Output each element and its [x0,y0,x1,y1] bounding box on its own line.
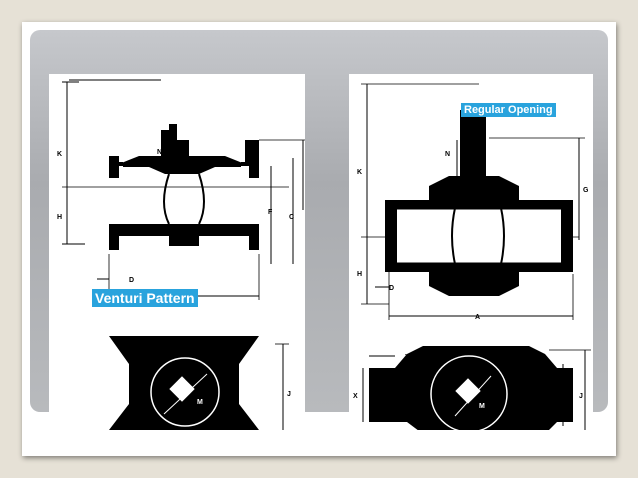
dim-label-f: F [268,209,273,216]
ball-right-curve [500,207,505,265]
ball-left-curve [451,207,456,265]
venturi-body-bottom [109,224,259,236]
dim-label-m: M [197,399,203,406]
venturi-pattern-label: Venturi Pattern [92,289,198,307]
stem-cap [169,124,177,132]
regular-opening-diagram-panel: K N G H D A M Y X Z J Regular Opening [349,74,593,430]
bore-right-curve [198,173,205,225]
dim-label-j: J [579,393,583,400]
bore-opening [397,208,561,264]
stem-square [455,378,481,404]
slide: K N G H F C D B M J Venturi Pattern [22,22,616,456]
dim-label-z: Z [559,393,564,400]
venturi-waist-top [109,162,259,174]
venturi-diagram-panel: K N G H F C D B M J Venturi Pattern [49,74,305,430]
venturi-drawing: K N G H F C D B M J [57,79,305,430]
stem [460,110,486,176]
m-dimension-line [454,375,492,417]
left-flange-bottom [109,224,119,250]
right-flange-bottom [249,224,259,250]
bore-left-curve [163,173,170,225]
regular-opening-label: Regular Opening [461,103,556,117]
m-dimension-line [163,373,208,415]
stem-square [169,376,195,402]
dim-label-d: D [129,277,134,284]
dim-label-h: H [357,271,362,278]
dim-label-d: D [389,285,394,292]
dim-label-c: C [289,214,294,221]
dim-label-g: G [583,187,589,194]
dim-label-k: K [357,169,362,176]
dim-label-n: N [157,149,162,156]
right-flange-top [249,158,259,178]
left-flange-top [109,158,119,178]
stem [161,130,177,160]
dim-label-y: Y [405,354,410,361]
regular-opening-drawing: K N G H D A M Y X Z J [353,83,591,430]
dim-label-h: H [57,214,62,221]
dim-label-x: X [353,393,358,400]
dim-label-j: J [287,391,291,398]
dim-label-n: N [445,151,450,158]
dim-label-k: K [57,151,62,158]
venturi-body-top [109,140,259,166]
bottom-boss [169,234,199,246]
dim-label-m: M [479,403,485,410]
dim-label-a: A [475,314,480,321]
